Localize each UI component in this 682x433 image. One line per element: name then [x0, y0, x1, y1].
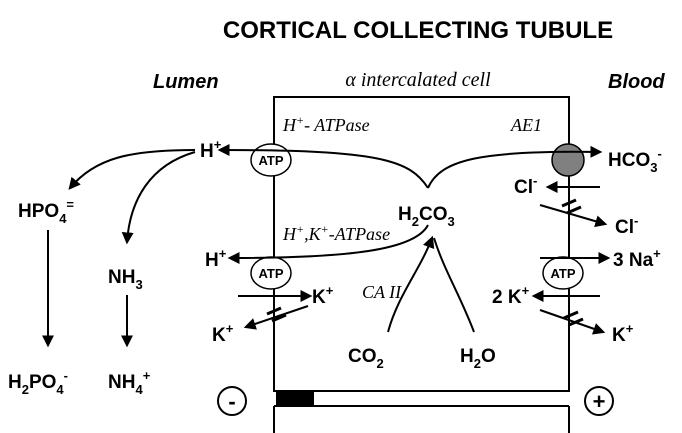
atp-pump-basolateral: ATP: [542, 256, 584, 290]
tight-junction: [276, 392, 314, 406]
co2-label: CO2: [348, 346, 384, 371]
na-label: 3 Na+: [613, 246, 661, 271]
cl-leak-label: Cl-: [615, 213, 638, 238]
atp-pump-apical-top: ATP: [250, 143, 292, 177]
svg-text:ATP: ATP: [258, 266, 283, 281]
atp-pump-apical-bottom: ATP: [250, 256, 292, 290]
k-plus-apical-out: K+: [212, 321, 234, 346]
svg-text:ATP: ATP: [550, 266, 575, 281]
blood-label: Blood: [608, 71, 665, 93]
hk-atpase-label: H+,K+-ATPase: [282, 222, 390, 244]
ae1-exchanger: [551, 143, 585, 177]
svg-text:-: -: [228, 389, 235, 414]
h2po4-label: H2PO4-: [8, 368, 68, 397]
h2o-label: H2O: [460, 346, 496, 371]
arrows: [42, 144, 611, 348]
title: CORTICAL COLLECTING TUBULE: [223, 17, 613, 44]
plus-symbol: +: [584, 386, 614, 416]
hco3-label: HCO3-: [608, 146, 662, 175]
h-atpase-label: H+- ATPase: [282, 113, 370, 135]
hpo4-label: HPO4=: [18, 197, 74, 226]
cell-membranes: [273, 96, 570, 433]
k-plus-apical-in: K+: [312, 283, 334, 308]
minus-symbol: -: [217, 386, 247, 416]
h-plus-lower: H+: [205, 246, 227, 271]
svg-text:+: +: [593, 389, 606, 414]
h-plus-top: H+: [200, 137, 222, 162]
k-basolateral-out-label: K+: [612, 321, 634, 346]
nh4-label: NH4+: [108, 368, 151, 397]
nh3-label: NH3: [108, 267, 143, 292]
k-basolateral-in-label: 2 K+: [492, 283, 530, 308]
cell-label: α intercalated cell: [345, 69, 491, 91]
svg-text:ATP: ATP: [258, 153, 283, 168]
h2co3-label: H2CO3: [398, 204, 455, 229]
ca2-label: CA II: [362, 282, 402, 302]
cl-blood-label: Cl-: [514, 173, 537, 198]
lumen-label: Lumen: [153, 71, 219, 93]
ae1-label: AE1: [510, 115, 542, 135]
channel-marks: [266, 198, 584, 327]
